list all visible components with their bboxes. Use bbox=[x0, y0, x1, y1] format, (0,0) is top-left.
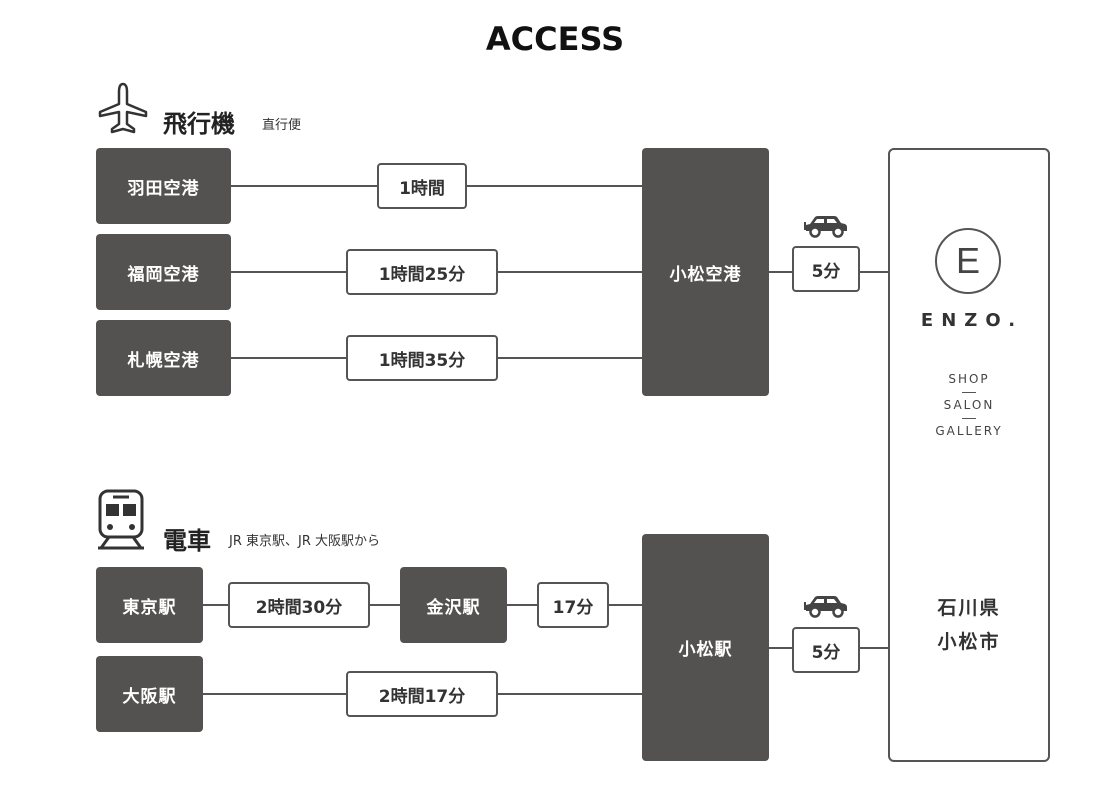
rail-section-label: 電車 bbox=[163, 527, 211, 555]
train-icon bbox=[98, 489, 144, 550]
duration-kanazawa-komatsu: 17分 bbox=[537, 582, 609, 628]
hub-komatsu-station: 小松駅 bbox=[642, 534, 769, 761]
brand-name: ENZO. bbox=[920, 310, 1024, 331]
air-section-label: 飛行機 bbox=[163, 110, 235, 138]
origin-tokyo-station: 東京駅 bbox=[96, 567, 203, 643]
car-icon bbox=[804, 216, 847, 238]
duration-haneda: 1時間 bbox=[377, 163, 467, 209]
duration-tokyo-kanazawa: 2時間30分 bbox=[228, 582, 370, 628]
address-prefecture: 石川県 bbox=[937, 597, 1001, 619]
car-icon bbox=[804, 596, 847, 618]
service-shop: SHOP bbox=[948, 372, 990, 386]
duration-sapporo: 1時間35分 bbox=[346, 335, 498, 381]
service-gallery: GALLERY bbox=[935, 424, 1003, 438]
origin-fukuoka-airport: 福岡空港 bbox=[96, 234, 231, 310]
duration-fukuoka: 1時間25分 bbox=[346, 249, 498, 295]
air-section-note: 直行便 bbox=[262, 118, 302, 133]
address-city: 小松市 bbox=[937, 631, 1001, 653]
divider bbox=[962, 392, 976, 393]
origin-sapporo-airport: 札幌空港 bbox=[96, 320, 231, 396]
service-salon: SALON bbox=[943, 398, 995, 412]
transfer-kanazawa-station: 金沢駅 bbox=[400, 567, 507, 643]
rail-section-note: JR 東京駅、JR 大阪駅から bbox=[229, 534, 380, 549]
divider bbox=[962, 418, 976, 419]
logo-mark: E bbox=[935, 228, 1001, 294]
airplane-icon bbox=[98, 82, 148, 134]
duration-osaka: 2時間17分 bbox=[346, 671, 498, 717]
hub-komatsu-airport: 小松空港 bbox=[642, 148, 769, 396]
origin-osaka-station: 大阪駅 bbox=[96, 656, 203, 732]
page-title: ACCESS bbox=[485, 20, 625, 58]
origin-haneda-airport: 羽田空港 bbox=[96, 148, 231, 224]
car-time-airport: 5分 bbox=[792, 246, 860, 292]
car-time-station: 5分 bbox=[792, 627, 860, 673]
